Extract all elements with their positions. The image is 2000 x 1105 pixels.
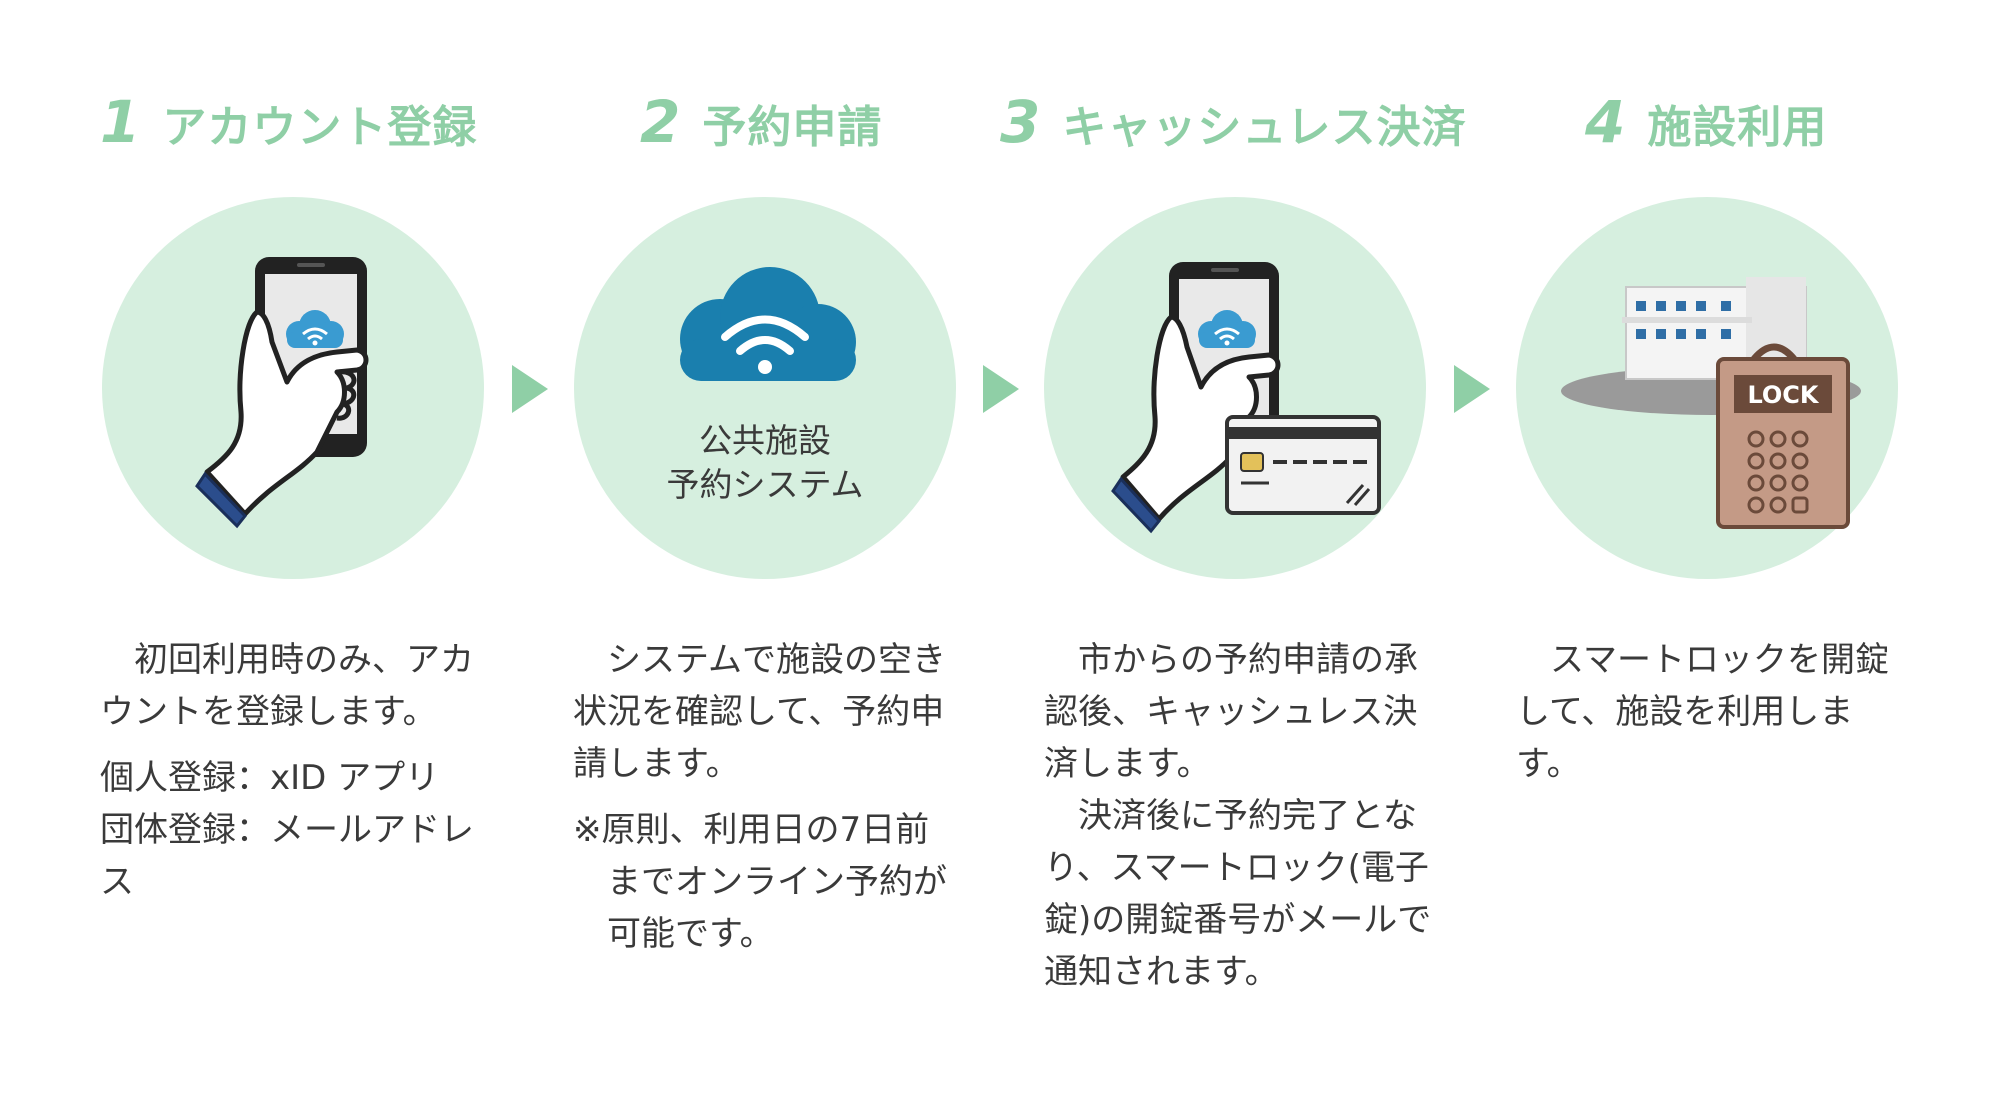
step-3-circle (1044, 197, 1426, 579)
step-4-title: 4 施設利用 (1585, 88, 1827, 158)
system-label: 公共施設 予約システム (574, 419, 956, 507)
step-3-label: キャッシュレス決済 (1062, 102, 1467, 153)
arrow-right-icon (1454, 365, 1490, 413)
step-1-label: アカウント登録 (162, 102, 478, 153)
step-4-circle: LOCK (1516, 197, 1898, 579)
lock-label: LOCK (1747, 381, 1819, 409)
smart-lock-icon: LOCK (1716, 343, 1850, 529)
arrow-right-icon (983, 365, 1019, 413)
step-3-desc-text-2: 決済後に予約完了となり、スマートロック(電子錠)の開錠番号がメールで通知されます… (1044, 796, 1432, 992)
step-2-note: ※原則、利用日の7日前までオンライン予約が可能です。 (573, 810, 947, 954)
step-3-title: 3 キャッシュレス決済 (1000, 88, 1466, 158)
step-3-description: 市からの予約申請の承認後、キャッシュレス決済します。 決済後に予約完了となり、ス… (1044, 634, 1434, 998)
step-2-circle: 公共施設 予約システム (574, 197, 956, 579)
step-2-title: 2 予約申請 (640, 88, 882, 158)
arrow-right-icon (512, 365, 548, 413)
step-2-description: システムで施設の空き状況を確認して、予約申請します。 ※原則、利用日の7日前まで… (573, 634, 963, 960)
step-4-description: スマートロックを開錠して、施設を利用します。 (1516, 634, 1916, 790)
credit-card-icon (1225, 415, 1381, 515)
system-label-line-1: 公共施設 (699, 421, 831, 460)
step-3-desc-text-1: 市からの予約申請の承認後、キャッシュレス決済します。 (1044, 640, 1418, 784)
step-4-desc-text: スマートロックを開錠して、施設を利用します。 (1516, 640, 1889, 784)
step-1-desc-text: 初回利用時のみ、アカウントを登録します。 (100, 640, 474, 732)
step-1-detail-1: 個人登録：xID アプリ (100, 758, 440, 798)
step-4-label: 施設利用 (1647, 102, 1828, 153)
system-label-line-2: 予約システム (666, 465, 864, 504)
step-1-title: 1 アカウント登録 (100, 88, 477, 158)
building-icon: LOCK (1561, 277, 1861, 529)
step-1-circle (102, 197, 484, 579)
step-1-description: 初回利用時のみ、アカウントを登録します。 個人登録：xID アプリ 団体登録：メ… (100, 634, 490, 908)
step-1-number: 1 (100, 88, 141, 156)
phone-hand-icon (1111, 262, 1381, 534)
step-4-number: 4 (1585, 88, 1626, 156)
step-2-label: 予約申請 (702, 102, 883, 153)
step-2-number: 2 (640, 88, 681, 156)
step-1-detail-2: 団体登録：メールアドレス (100, 810, 474, 902)
cloud-wifi-icon (680, 267, 856, 381)
step-2-desc-text: システムで施設の空き状況を確認して、予約申請します。 (573, 640, 946, 784)
phone-hand-icon (195, 257, 369, 529)
step-3-number: 3 (1000, 88, 1041, 156)
